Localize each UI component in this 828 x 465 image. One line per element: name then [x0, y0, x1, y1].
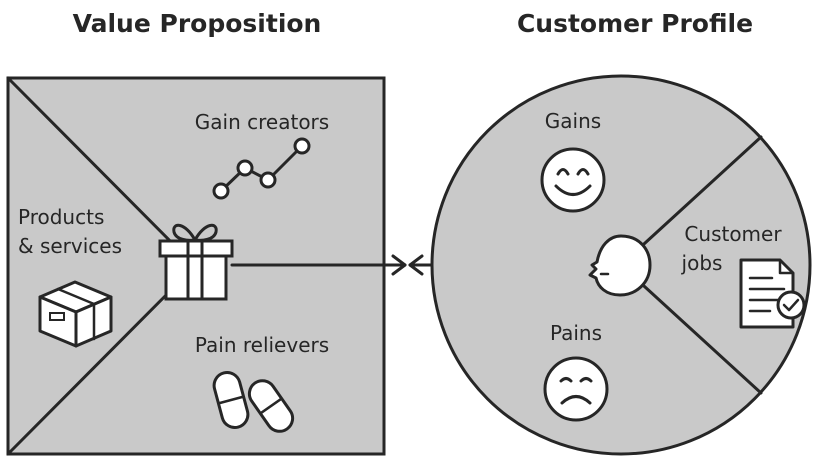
pains-label: Pains — [550, 321, 602, 345]
pain-relievers-label: Pain relievers — [195, 333, 329, 357]
value-proposition-title: Value Proposition — [73, 9, 322, 38]
products-services-label-line1: Products — [18, 205, 104, 229]
products-services-label-line2: & services — [18, 234, 122, 258]
gift-icon — [158, 223, 234, 301]
line-chart-icon — [212, 137, 311, 200]
gains-label: Gains — [545, 109, 601, 133]
happy-face-icon — [540, 147, 606, 213]
customer-jobs-label-line2: jobs — [681, 251, 723, 275]
customer-profile-title: Customer Profile — [517, 9, 753, 38]
head-icon — [588, 234, 652, 297]
customer-jobs-label-line1: Customer — [684, 222, 782, 246]
box-icon — [38, 280, 113, 348]
sad-face-icon — [543, 356, 609, 422]
gain-creators-label: Gain creators — [195, 110, 329, 134]
document-check-icon — [739, 258, 806, 329]
pills-icon — [212, 371, 295, 433]
